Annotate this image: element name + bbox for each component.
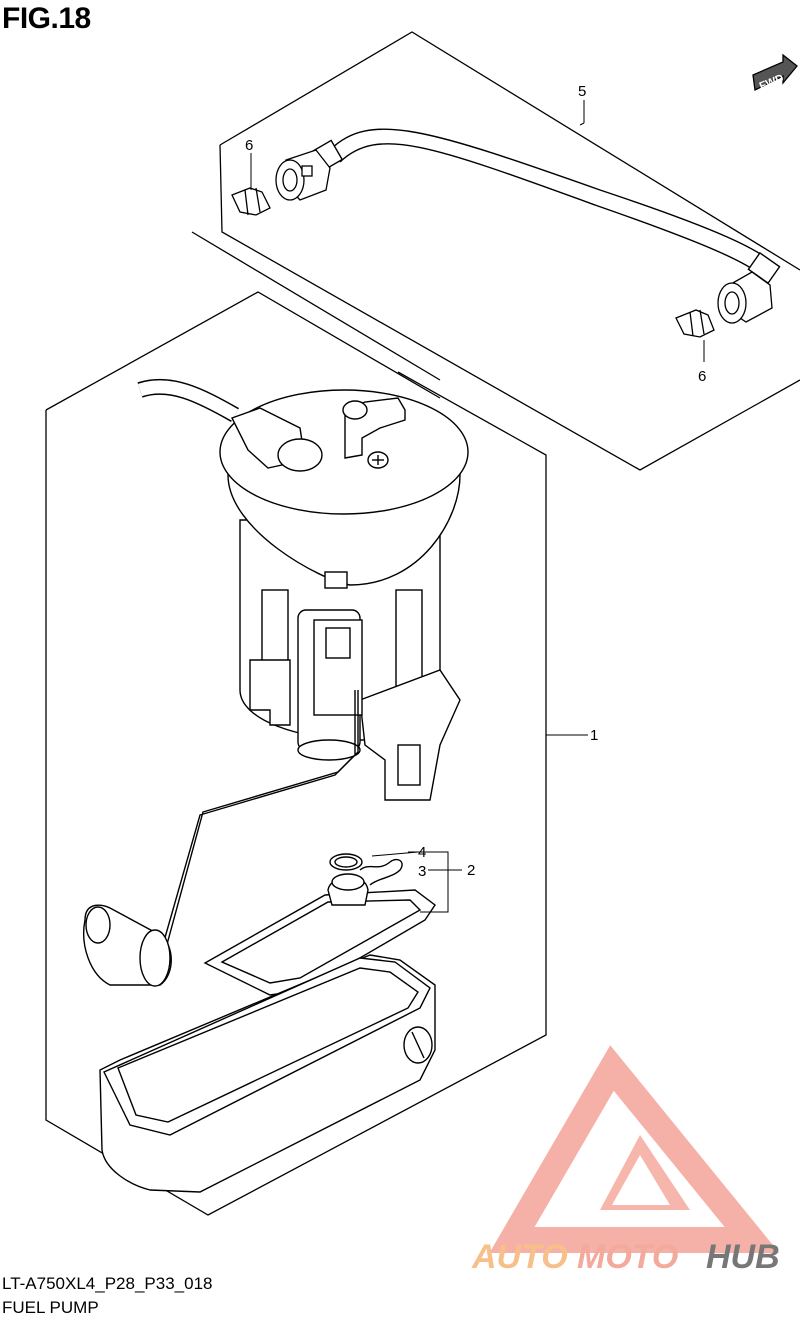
leader-lines [250,100,705,913]
diagram-code: LT-A750XL4_P28_P33_018 [2,1274,213,1293]
pump-module-frame [45,291,547,1216]
watermark-text-auto: AUTO [471,1238,568,1276]
callout-labels: 1 2 3 4 5 6 6 [245,83,706,880]
hose-clip-top [231,187,271,216]
fuel-pump-assembly [137,378,469,801]
callout-1: 1 [590,727,598,744]
fuel-strainer [203,853,436,996]
callout-6-top: 6 [245,137,253,154]
callout-5: 5 [578,83,586,100]
quick-connector-top [275,149,331,201]
watermark-text-hub: HUB [706,1238,780,1276]
figure-title: FIG.18 [2,2,91,35]
hose-assembly-frame [191,31,800,471]
watermark-wordmark: AUTO MOTO HUB [471,1238,780,1276]
callout-6-bottom: 6 [698,368,706,385]
watermark-text-moto: MOTO [577,1238,678,1276]
fuel-tank-tray [99,954,436,1193]
quick-connector-bottom [717,271,773,324]
fuel-level-float [83,690,359,987]
watermark-logo [489,1045,780,1253]
watermark-triangle [489,1045,780,1253]
callout-2: 2 [467,862,475,879]
diagram-name: FUEL PUMP [2,1298,99,1317]
callout-3: 3 [418,863,426,880]
hose-clip-bottom [675,309,715,338]
fwd-arrow-icon: FWD [752,53,798,93]
fuel-hose [312,128,781,285]
callout-4: 4 [418,844,426,861]
